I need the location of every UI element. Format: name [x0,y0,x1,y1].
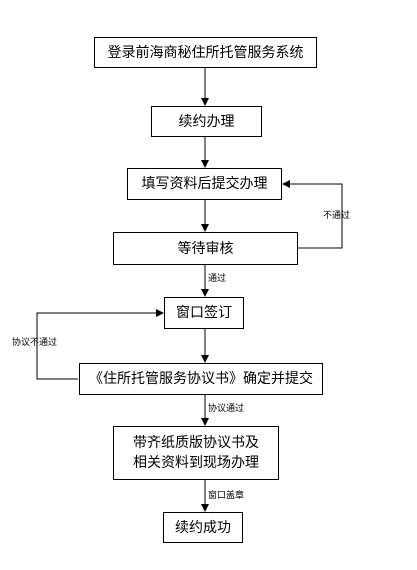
node-success: 续约成功 [163,512,243,543]
label-agreement-not-passed: 协议不通过 [12,338,58,348]
arrow-agreement-not-passed-loop [36,309,164,380]
label-agreement-passed: 协议通过 [208,404,245,414]
label-window-stamp: 窗口盖章 [208,491,245,501]
node-agreement: 《住所托管服务协议书》确定并提交 [79,363,323,395]
node-onsite: 带齐纸质版协议书及 相关资料到现场办理 [113,426,279,480]
arrow-review-not-passed-loop [282,180,343,249]
label-not-passed: 不通过 [323,211,351,221]
node-sign: 窗口签订 [164,297,244,329]
node-renew: 续约办理 [151,106,262,137]
node-review: 等待审核 [113,232,298,265]
node-login: 登录前海商秘住所托管服务系统 [94,37,317,68]
node-fill: 填写资料后提交办理 [127,168,282,200]
label-passed: 通过 [208,274,227,284]
